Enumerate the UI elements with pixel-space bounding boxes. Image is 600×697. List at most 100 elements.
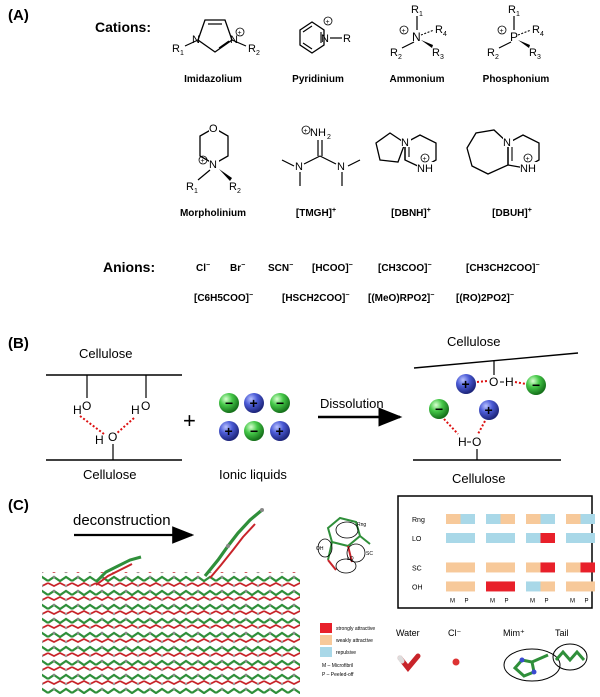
species-tail-label: Tail xyxy=(555,628,569,638)
anion-sphere xyxy=(429,399,449,419)
matrix-cell xyxy=(460,514,475,524)
imidazolium-label: Imidazolium xyxy=(184,74,242,85)
svg-text:−: − xyxy=(250,423,258,439)
anion-cl: Cl− xyxy=(196,262,210,274)
matrix-subcolumn-label: P xyxy=(505,598,509,604)
mim-cation xyxy=(503,648,561,682)
svg-text:N: N xyxy=(209,159,217,171)
tmgh-label: [TMGH]+ xyxy=(296,207,336,219)
hbond xyxy=(79,415,105,435)
cellulose-microfibril-render xyxy=(42,508,300,694)
svg-text:2: 2 xyxy=(256,50,260,57)
anion-br: Br− xyxy=(230,262,245,274)
svg-text:+: + xyxy=(500,28,504,35)
anion-sphere xyxy=(526,375,546,395)
svg-text:1: 1 xyxy=(516,11,520,18)
matrix-cell xyxy=(500,533,515,543)
svg-text:+: + xyxy=(402,28,406,35)
svg-text:SC: SC xyxy=(366,551,373,557)
chloride-ion xyxy=(452,658,460,666)
svg-text:R: R xyxy=(229,181,237,193)
svg-text:+: + xyxy=(225,423,233,439)
svg-text:O: O xyxy=(141,399,150,413)
legend-weak-label: weakly attractive xyxy=(336,638,373,644)
cations-heading: Cations: xyxy=(95,19,151,35)
matrix-subcolumn-label: M xyxy=(450,598,455,604)
hbond xyxy=(115,417,135,435)
svg-text:+: + xyxy=(326,19,330,26)
svg-text:Rng: Rng xyxy=(357,522,366,528)
matrix-cell xyxy=(580,533,595,543)
anion-ro2po2: [(RO)2PO2]− xyxy=(456,292,514,304)
panel-a: (A) Cations: N N + R 1 R 2 Imidazolium N xyxy=(8,4,549,304)
svg-text:H: H xyxy=(505,375,514,389)
svg-text:R: R xyxy=(186,181,194,193)
matrix-cell xyxy=(486,562,501,573)
phosphonium-structure: P + R 1 R 2 R 3 R 4 xyxy=(487,4,544,61)
matrix-subcolumn-label: M xyxy=(530,598,535,604)
svg-text:4: 4 xyxy=(443,31,447,38)
ammonium-label: Ammonium xyxy=(390,74,445,85)
cation-sphere xyxy=(456,374,476,394)
legend-swatch-weak xyxy=(320,635,332,645)
svg-text:H: H xyxy=(458,435,467,449)
matrix-cell xyxy=(526,533,541,543)
svg-text:R: R xyxy=(435,24,443,36)
svg-text:R: R xyxy=(248,43,256,55)
svg-text:2: 2 xyxy=(398,54,402,61)
svg-text:H: H xyxy=(73,403,82,417)
svg-text:N: N xyxy=(337,161,345,173)
species-chloride-label: Cl⁻ xyxy=(448,628,461,638)
legend-repulsive-label: repulsive xyxy=(336,650,356,656)
anion-hsch2coo: [HSCH2COO]− xyxy=(282,292,349,304)
cellulose-bottom-label: Cellulose xyxy=(83,467,136,482)
svg-text:N: N xyxy=(192,34,200,46)
anion-ch3ch2coo: [CH3CH2COO]− xyxy=(466,262,540,274)
anion-sphere xyxy=(244,421,264,441)
matrix-subcolumn-label: M xyxy=(490,598,495,604)
matrix-subcolumn-label: P xyxy=(465,598,469,604)
matrix-cell xyxy=(526,514,541,524)
svg-text:+: + xyxy=(423,156,427,163)
matrix-cell xyxy=(446,581,461,592)
matrix-cell xyxy=(446,514,461,524)
matrix-cell xyxy=(580,514,595,524)
svg-text:NH: NH xyxy=(417,163,433,175)
dbnh-structure: N NH + xyxy=(375,132,437,175)
svg-text:H: H xyxy=(95,433,104,447)
svg-text:OH: OH xyxy=(316,546,324,552)
svg-text:1: 1 xyxy=(194,188,198,195)
pyridinium-label: Pyridinium xyxy=(292,74,344,85)
ionic-liquids-label: Ionic liquids xyxy=(219,467,287,482)
matrix-cell xyxy=(500,514,515,524)
svg-text:R: R xyxy=(487,47,495,59)
ammonium-structure: N + R 1 R 2 R 3 R 4 xyxy=(390,4,447,61)
svg-text:O: O xyxy=(82,399,91,413)
matrix-row-label: SC xyxy=(412,565,422,572)
morpholinium-structure: O N + R 1 R 2 xyxy=(186,122,241,195)
matrix-cell xyxy=(566,581,581,592)
matrix-cell xyxy=(446,533,461,543)
svg-text:−: − xyxy=(225,395,233,411)
matrix-cell xyxy=(540,562,555,573)
matrix-cell xyxy=(566,562,581,573)
matrix-cell xyxy=(486,514,501,524)
svg-text:−: − xyxy=(532,377,540,393)
svg-text:N: N xyxy=(503,137,511,149)
anion-c6h5coo: [C6H5COO]− xyxy=(194,292,253,304)
matrix-cell xyxy=(540,514,555,524)
cation-sphere xyxy=(219,421,239,441)
legend-swatch-strong xyxy=(320,623,332,633)
matrix-row-label: Rng xyxy=(412,517,425,524)
panel-a-label: (A) xyxy=(8,7,29,24)
svg-text:3: 3 xyxy=(537,54,541,61)
svg-text:+: + xyxy=(462,376,470,392)
svg-text:3: 3 xyxy=(440,54,444,61)
species-mim-label: Mim⁺ xyxy=(503,628,525,638)
matrix-cell xyxy=(500,562,515,573)
svg-text:N: N xyxy=(412,30,421,44)
legend-note-peeled: P – Peeled-off xyxy=(322,672,354,678)
svg-text:NH: NH xyxy=(310,127,326,139)
svg-text:H: H xyxy=(131,403,140,417)
